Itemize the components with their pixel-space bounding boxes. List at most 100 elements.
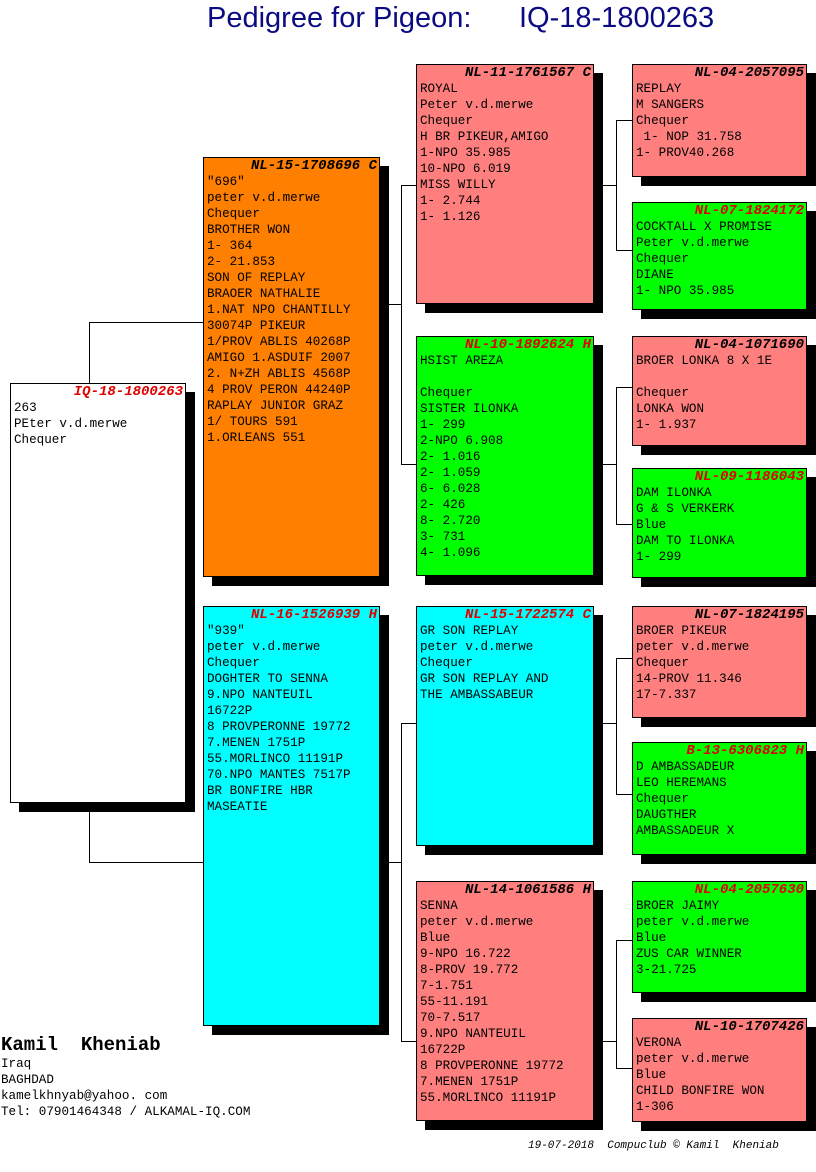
connector-line	[616, 658, 617, 795]
detail-line: BR BONFIRE HBR	[207, 784, 313, 798]
detail-line: 7.MENEN 1751P	[420, 1075, 519, 1089]
detail-line: peter v.d.merwe	[420, 640, 534, 654]
detail-line: Blue	[636, 931, 667, 945]
detail-line: MISS WILLY	[420, 178, 496, 192]
connector-line	[598, 185, 616, 186]
detail-line: peter v.d.merwe	[636, 640, 750, 654]
detail-line: LONKA WON	[636, 402, 705, 416]
connector-line	[385, 862, 401, 863]
detail-line: G & S VERKERK	[636, 502, 735, 516]
detail-line: 70-7.517	[420, 1011, 481, 1025]
detail-line: 263	[14, 401, 37, 415]
detail-line: 1- NPO 35.985	[636, 284, 735, 298]
detail-line: ROYAL	[420, 82, 458, 96]
ring-number: NL-14-1061586 H	[464, 882, 591, 898]
detail-line: H BR PIKEUR,AMIGO	[420, 130, 549, 144]
detail-line: MASEATIE	[207, 800, 268, 814]
detail-line: 1.NAT NPO CHANTILLY	[207, 303, 351, 317]
detail-line: PEter v.d.merwe	[14, 417, 128, 431]
detail-line: HSIST AREZA	[420, 354, 504, 368]
ring-number: B-13-6306823 H	[686, 743, 804, 759]
detail-line: ZUS CAR WINNER	[636, 947, 742, 961]
detail-line: Chequer	[420, 386, 473, 400]
detail-line: 9-NPO 16.722	[420, 947, 511, 961]
detail-line: 2- 1.016	[420, 450, 481, 464]
detail-line: Blue	[636, 1068, 667, 1082]
connector-line	[89, 322, 90, 384]
detail-line: M SANGERS	[636, 98, 705, 112]
detail-line: Chequer	[636, 252, 689, 266]
detail-line: 6- 6.028	[420, 482, 481, 496]
detail-line: Chequer	[636, 656, 689, 670]
ring-number: NL-07-1824195	[694, 607, 804, 623]
connector-line	[616, 387, 617, 525]
connector-line	[89, 810, 90, 863]
detail-line: 55.MORLINCO 11191P	[420, 1091, 557, 1105]
detail-line: 1- 299	[636, 550, 682, 564]
detail-line: BROER LONKA 8 X 1E	[636, 354, 773, 368]
breeder-city: BAGHDAD	[1, 1073, 54, 1087]
connector-line	[401, 185, 417, 186]
detail-line: 55-11.191	[420, 995, 489, 1009]
detail-line: 1- 1.937	[636, 418, 697, 432]
detail-line: 8 PROVPERONNE 19772	[207, 720, 351, 734]
ring-number: NL-04-1071690	[694, 337, 804, 353]
detail-line: 2- 426	[420, 498, 466, 512]
connector-line	[598, 1041, 616, 1042]
detail-line: 1/ TOURS 591	[207, 415, 298, 429]
connector-line	[89, 322, 204, 323]
detail-line: 1- 299	[420, 418, 466, 432]
ring-number: NL-10-1707426	[694, 1019, 804, 1035]
detail-line: 2. N+ZH ABLIS 4568P	[207, 367, 351, 381]
detail-line: GR SON REPLAY AND	[420, 672, 549, 686]
print-date: 19-07-2018	[528, 1140, 595, 1152]
detail-line: 14-PROV 11.346	[636, 672, 742, 686]
detail-line: 55.MORLINCO 11191P	[207, 752, 344, 766]
detail-line: 8-PROV 19.772	[420, 963, 519, 977]
detail-line: 9.NPO NANTEUIL	[420, 1027, 526, 1041]
detail-line: peter v.d.merwe	[636, 915, 750, 929]
detail-line: "696"	[207, 175, 245, 189]
detail-line	[420, 369, 593, 385]
detail-line: 8- 2.720	[420, 514, 481, 528]
connector-line	[616, 794, 633, 795]
detail-line: peter v.d.merwe	[636, 1052, 750, 1066]
breeder-email: kamelkhnyab@yahoo. com	[1, 1089, 168, 1103]
connector-line	[401, 723, 417, 724]
detail-line: 8 PROVPERONNE 19772	[420, 1059, 564, 1073]
detail-line: GR SON REPLAY	[420, 624, 519, 638]
ring-number: IQ-18-1800263	[73, 384, 183, 400]
detail-line: VERONA	[636, 1036, 682, 1050]
breeder-name: Kamil Kheniab	[1, 1034, 161, 1056]
ring-number: NL-11-1761567 C	[464, 65, 591, 81]
breeder-phone: Tel: 07901464348 / ALKAMAL-IQ.COM	[1, 1105, 251, 1119]
title-label: Pedigree for Pigeon:	[207, 2, 472, 34]
detail-line: DAM TO ILONKA	[636, 534, 735, 548]
detail-line: 1/PROV ABLIS 40268P	[207, 335, 351, 349]
detail-line: AMBASSADEUR X	[636, 824, 735, 838]
detail-line: DAM ILONKA	[636, 486, 712, 500]
detail-line: BROER JAIMY	[636, 899, 720, 913]
ring-number: NL-16-1526939 H	[250, 607, 377, 623]
detail-line: Chequer	[207, 207, 260, 221]
detail-line: THE AMBASSABEUR	[420, 688, 534, 702]
detail-line: 2- 21.853	[207, 255, 276, 269]
detail-line: DOGHTER TO SENNA	[207, 672, 328, 686]
